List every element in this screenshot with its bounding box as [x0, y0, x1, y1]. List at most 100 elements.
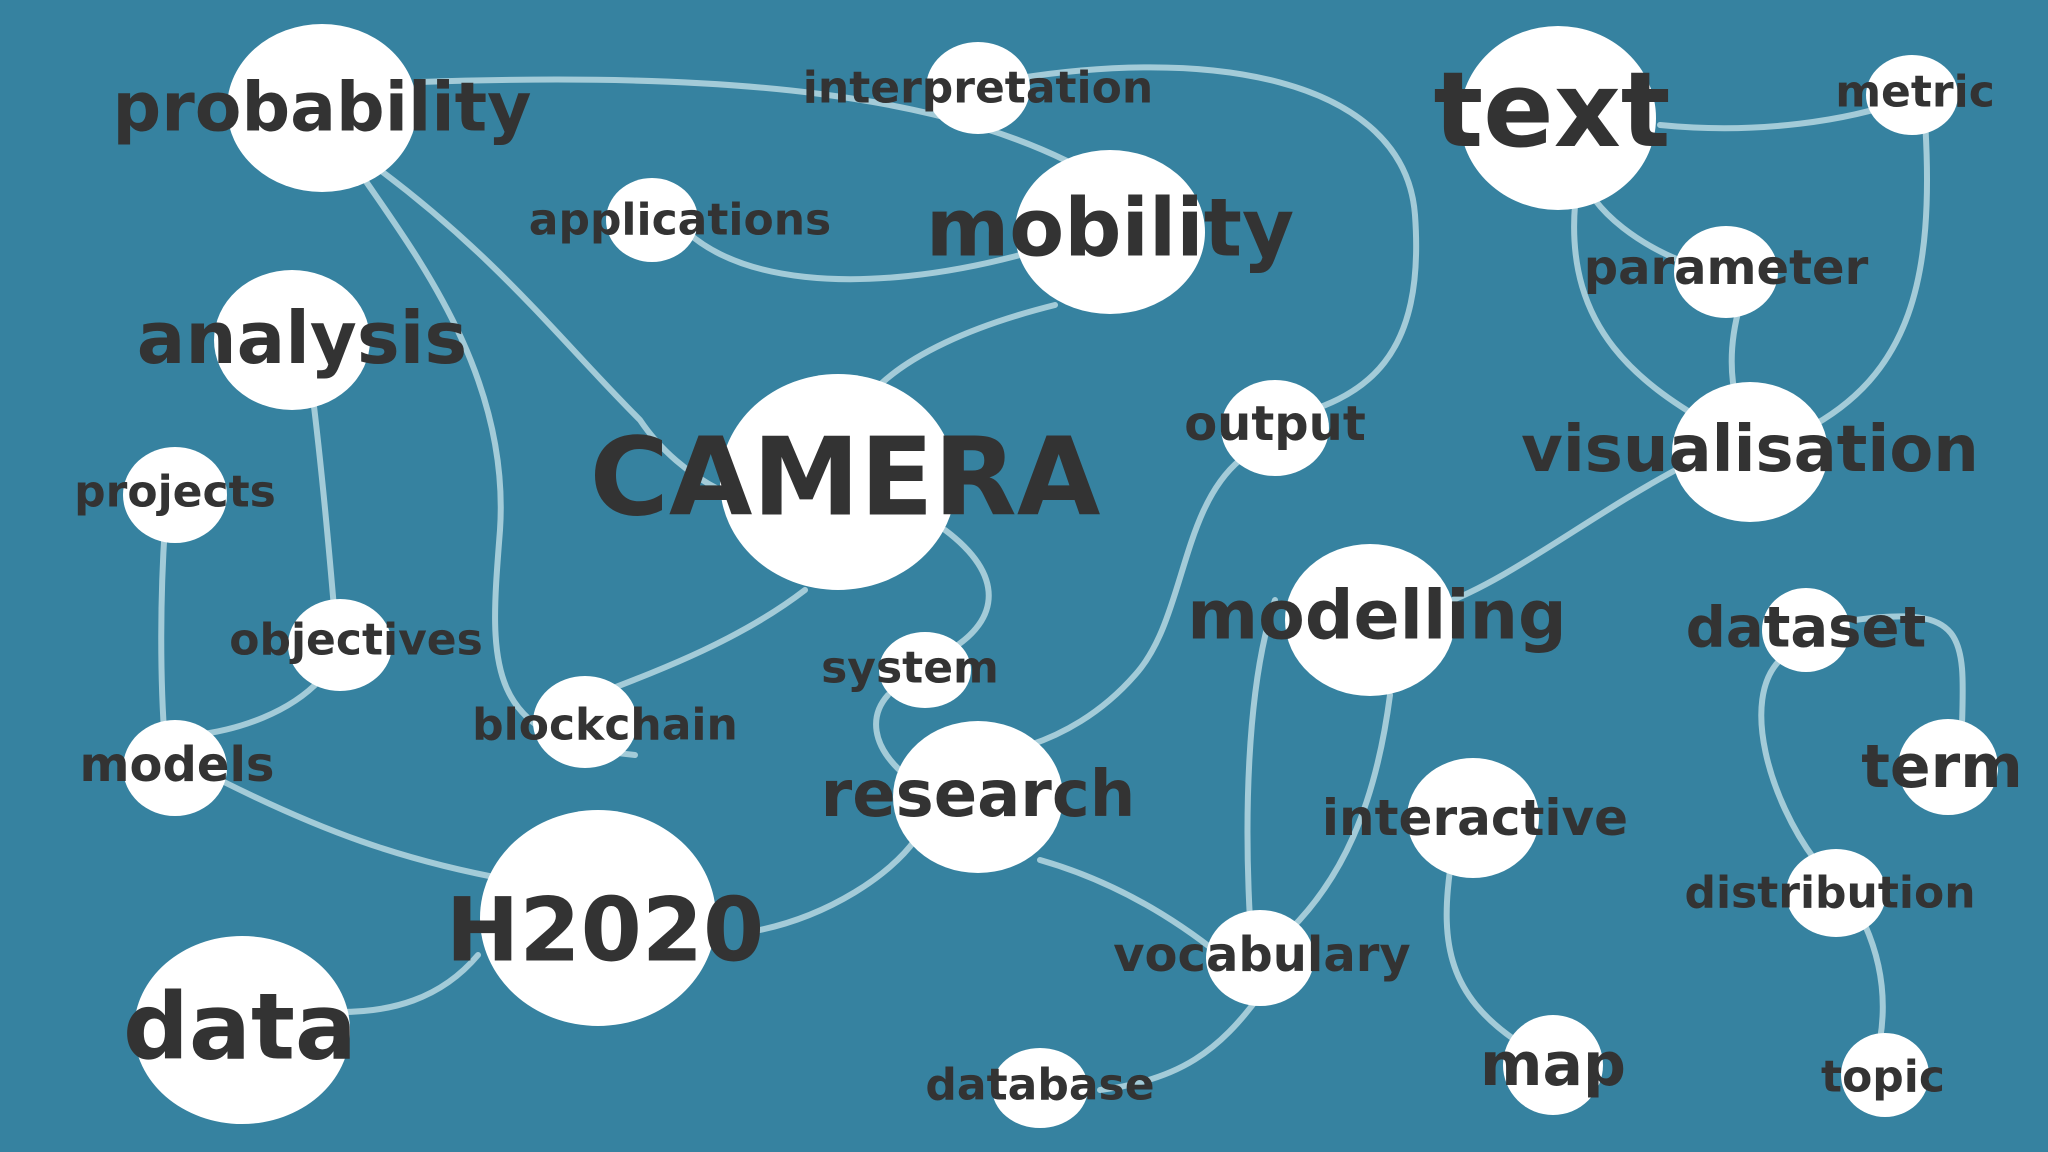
node-label-metric: metric — [1835, 67, 1995, 118]
edge-h2020-research — [757, 837, 918, 933]
node-label-output: output — [1184, 396, 1366, 452]
node-bubble-system — [879, 632, 971, 708]
node-bubble-probability — [227, 24, 417, 192]
node-label-vocabulary: vocabulary — [1113, 927, 1410, 983]
node-bubble-applications — [606, 178, 698, 262]
edge-probability-blockchain — [362, 177, 638, 758]
node-bubble-data — [134, 936, 350, 1124]
node-output: output — [1184, 380, 1366, 476]
node-label-database: database — [925, 1060, 1154, 1111]
node-projects: projects — [74, 447, 276, 543]
edge-modelling-vocabulary-b — [1287, 692, 1393, 933]
node-label-interactive: interactive — [1322, 789, 1628, 847]
node-bubble-analysis — [214, 270, 370, 410]
node-label-topic: topic — [1821, 1052, 1945, 1103]
node-bubble-database — [992, 1048, 1088, 1128]
node-bubble-interpretation — [926, 42, 1030, 134]
node-label-applications: applications — [529, 195, 831, 246]
node-label-h2020: H2020 — [446, 879, 765, 982]
node-label-text: text — [1433, 49, 1670, 171]
edge-system-research — [873, 692, 908, 778]
node-bubble-text — [1460, 26, 1656, 210]
node-label-system: system — [821, 643, 999, 694]
node-label-mobility: mobility — [926, 182, 1294, 275]
edge-h2020-data — [337, 952, 481, 1015]
node-map: map — [1480, 1015, 1626, 1115]
edge-models-h2020 — [217, 777, 513, 883]
node-bubble-topic — [1841, 1033, 1929, 1117]
node-label-camera: CAMERA — [590, 416, 1101, 541]
node-label-probability: probability — [113, 69, 532, 148]
edge-projects-models — [158, 522, 168, 748]
node-objectives: objectives — [229, 599, 483, 691]
node-term: term — [1861, 719, 2023, 815]
node-modelling: modelling — [1187, 544, 1567, 696]
node-blockchain: blockchain — [472, 676, 738, 768]
node-distribution: distribution — [1684, 849, 1976, 937]
node-bubble-distribution — [1786, 849, 1886, 937]
node-models: models — [80, 720, 274, 816]
node-research: research — [821, 721, 1136, 873]
node-label-parameter: parameter — [1584, 240, 1869, 296]
node-visualisation: visualisation — [1521, 382, 1979, 522]
edge-metric-visualisation — [1802, 117, 1930, 433]
edge-interactive-map — [1443, 867, 1518, 1043]
node-database: database — [925, 1048, 1155, 1128]
node-text: text — [1433, 26, 1671, 210]
node-label-interpretation: interpretation — [803, 63, 1153, 114]
node-bubble-parameter — [1674, 226, 1778, 318]
node-bubble-interactive — [1407, 758, 1539, 878]
node-bubble-visualisation — [1672, 382, 1828, 522]
graph-nodes: probability interpretation text metric appli… — [74, 24, 2023, 1128]
node-bubble-dataset — [1762, 588, 1850, 672]
node-bubble-objectives — [288, 599, 392, 691]
node-bubble-research — [893, 721, 1063, 873]
node-camera: CAMERA — [590, 374, 1101, 590]
edge-camera-blockchain — [592, 587, 808, 698]
edge-dataset-term — [1852, 613, 1966, 728]
edge-output-research — [1027, 457, 1243, 748]
node-dataset: dataset — [1686, 588, 1927, 672]
node-bubble-camera — [720, 374, 956, 590]
node-bubble-h2020 — [480, 810, 716, 1026]
node-label-modelling: modelling — [1187, 577, 1566, 656]
node-bubble-projects — [123, 447, 227, 543]
edge-analysis-objectives — [309, 387, 338, 623]
node-label-projects: projects — [74, 467, 276, 518]
node-bubble-blockchain — [533, 676, 637, 768]
node-label-dataset: dataset — [1686, 596, 1927, 661]
node-label-data: data — [123, 974, 357, 1081]
node-mobility: mobility — [926, 150, 1294, 314]
node-bubble-modelling — [1285, 544, 1455, 696]
node-label-map: map — [1480, 1030, 1626, 1100]
node-bubble-vocabulary — [1206, 910, 1314, 1006]
node-vocabulary: vocabulary — [1113, 910, 1411, 1006]
node-bubble-output — [1221, 380, 1329, 476]
node-interactive: interactive — [1322, 758, 1628, 878]
edge-research-vocabulary — [1037, 857, 1223, 958]
node-label-objectives: objectives — [229, 615, 483, 666]
edge-visualisation-modelling — [1437, 462, 1688, 608]
node-label-term: term — [1861, 732, 2022, 802]
node-applications: applications — [529, 178, 831, 262]
node-bubble-mobility — [1015, 150, 1205, 314]
node-label-analysis: analysis — [137, 296, 467, 380]
node-bubble-map — [1503, 1015, 1603, 1115]
node-metric: metric — [1835, 55, 1995, 135]
node-bubble-models — [123, 720, 227, 816]
edge-mobility-camera — [867, 302, 1058, 398]
edge-probability-mobility — [417, 76, 1113, 188]
node-probability: probability — [113, 24, 532, 192]
node-parameter: parameter — [1584, 226, 1869, 318]
edge-dataset-distribution — [1758, 657, 1818, 863]
node-bubble-term — [1898, 719, 1998, 815]
node-interpretation: interpretation — [803, 42, 1153, 134]
edge-vocabulary-database — [1097, 992, 1263, 1093]
node-data: data — [123, 936, 357, 1124]
node-topic: topic — [1821, 1033, 1945, 1117]
edge-modelling-vocabulary — [1244, 597, 1278, 923]
node-label-distribution: distribution — [1684, 868, 1975, 919]
node-label-research: research — [821, 758, 1136, 832]
